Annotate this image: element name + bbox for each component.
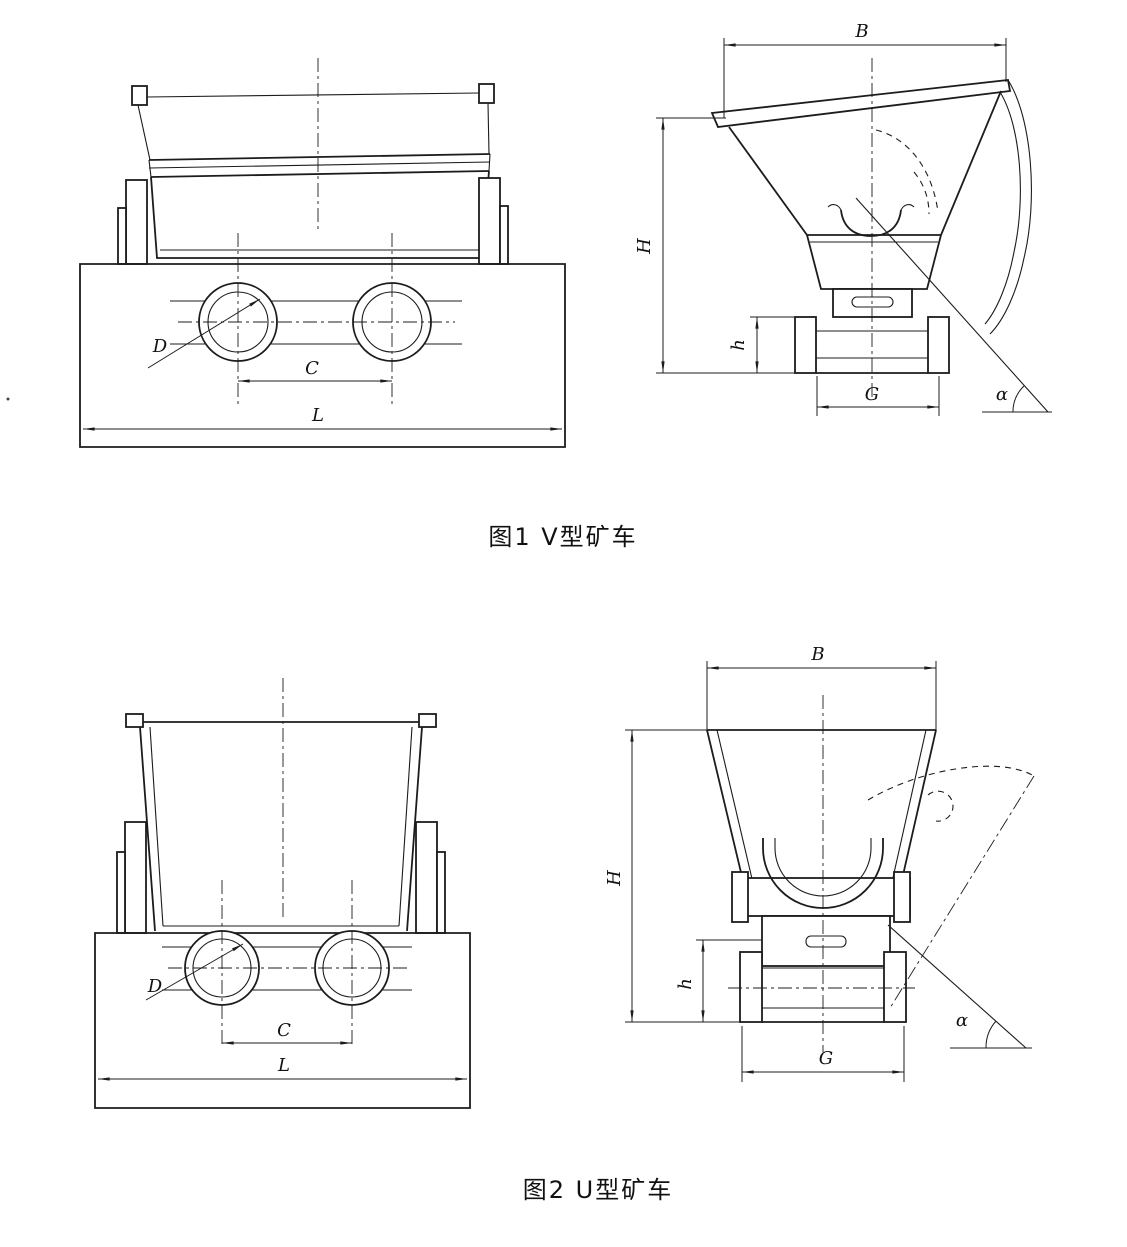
fig1-dim-label-L: L	[311, 405, 324, 426]
fig1-dim-label-B: B	[854, 21, 868, 42]
angle-arc	[985, 1020, 997, 1049]
end-post	[131, 85, 148, 106]
end-bracket	[478, 177, 501, 265]
wheel-end	[883, 951, 907, 1023]
tipping-flap	[989, 79, 1032, 335]
fig2-dim-label-G: G	[819, 1048, 833, 1069]
end-bracket	[415, 821, 438, 934]
wheel-end	[794, 316, 817, 374]
figure2-caption: 图2 U型矿车	[523, 1176, 673, 1204]
rim-lip	[418, 713, 437, 728]
figure1-caption: 图1 V型矿车	[488, 523, 637, 551]
fig2-dim-label-B: B	[810, 644, 824, 665]
end-post	[478, 83, 495, 104]
fig2-dim-label-h: h	[675, 978, 696, 990]
tipping-line	[887, 924, 1027, 1049]
wheel-end	[927, 316, 950, 374]
rim-tab	[893, 871, 911, 923]
fig2-dim-label-D: D	[147, 976, 163, 997]
coupling-cradle	[840, 209, 902, 237]
fig2-dim-label-alpha: α	[956, 1010, 968, 1031]
fig1-dim-label-h: h	[728, 339, 749, 351]
fig2-end-view: B H h G α	[604, 644, 1035, 1082]
fig2-dim-label-C: C	[277, 1020, 291, 1041]
underframe-box	[761, 915, 891, 967]
fig1-side-view: D C L	[79, 58, 566, 448]
hidden-body-curve	[875, 129, 939, 213]
slot	[805, 935, 847, 948]
leader-D	[147, 298, 261, 369]
fig2-side-view: D C L	[94, 678, 471, 1109]
fig2-dim-label-H: H	[604, 870, 625, 887]
stray-mark	[6, 397, 10, 401]
hopper-rim	[710, 79, 1012, 128]
fig1-dim-label-alpha: α	[996, 384, 1008, 405]
car-body-panel	[150, 170, 490, 259]
fig1-dim-label-H: H	[634, 238, 655, 255]
wheel-end	[739, 951, 763, 1023]
hopper-lower	[806, 234, 942, 290]
rim-tab	[731, 871, 749, 923]
slot	[851, 296, 894, 308]
chassis-frame	[79, 263, 566, 448]
fig1-dim-label-G: G	[865, 384, 879, 405]
end-bracket	[124, 821, 147, 934]
leader-D	[145, 943, 244, 1001]
fig1-dim-label-C: C	[305, 358, 319, 379]
rim-lip	[125, 713, 144, 728]
fig1-dim-label-D: D	[152, 336, 168, 357]
fig1-end-view: B H h G α	[634, 21, 1052, 416]
hidden-body-curve	[867, 765, 1035, 801]
fig2-dim-label-L: L	[277, 1055, 290, 1076]
tipping-line	[855, 197, 1049, 413]
tipped-edge-line	[889, 775, 1035, 1009]
angle-arc	[1012, 385, 1025, 413]
underframe-box	[832, 288, 913, 318]
end-bracket	[125, 179, 148, 265]
